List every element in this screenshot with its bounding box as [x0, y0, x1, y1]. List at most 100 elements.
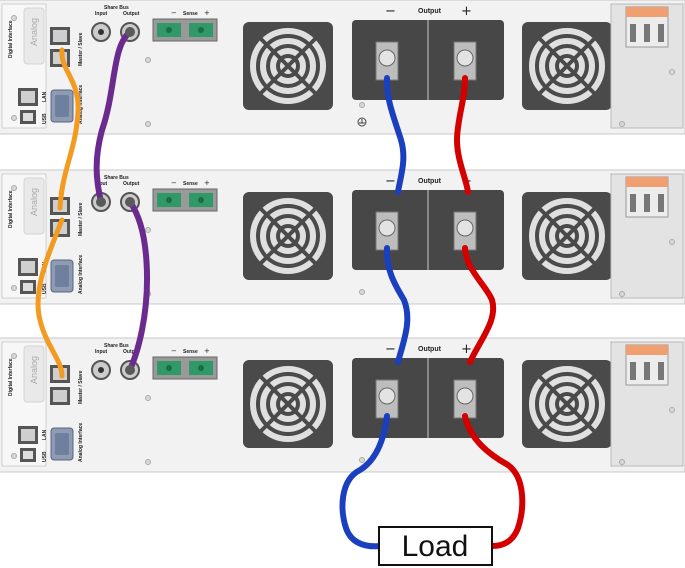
brand-plate	[23, 7, 45, 65]
screw	[359, 102, 365, 108]
master-slave-cable-bottom	[35, 217, 65, 379]
screw	[619, 121, 625, 127]
screw	[145, 459, 151, 465]
sharebus-title: Share Bus	[104, 5, 129, 11]
positive-terminal[interactable]	[453, 41, 477, 81]
screw	[359, 289, 365, 295]
fan-grille-icon	[522, 22, 612, 110]
sense-label: Sense	[183, 181, 198, 187]
rj45-port-icon[interactable]	[50, 387, 70, 405]
fan-grille-icon	[243, 22, 333, 110]
screw	[145, 227, 151, 233]
positive-cable-middle	[462, 245, 497, 365]
screw	[11, 115, 17, 121]
negative-cable-top	[383, 75, 407, 195]
ac-terminal-block[interactable]	[625, 176, 669, 218]
side-label: Digital Interface	[8, 20, 14, 58]
share-bus-plug	[125, 365, 135, 375]
bnc-connector-icon[interactable]	[91, 360, 111, 380]
share-bus-cable-bottom	[127, 199, 150, 373]
screw	[669, 407, 675, 413]
output-minus: −	[385, 4, 396, 19]
sense-plus: +	[204, 9, 210, 17]
analog-interface-label: Analog Interface	[78, 423, 84, 462]
sense-connector[interactable]	[152, 356, 218, 380]
sharebus-input-label: Input	[95, 349, 108, 355]
negative-terminal[interactable]	[375, 211, 399, 251]
sense-connector[interactable]	[152, 188, 218, 212]
sharebus-title: Share Bus	[104, 343, 129, 349]
usb-port-icon[interactable]	[20, 110, 36, 124]
screw	[11, 15, 17, 21]
usb-label: USB	[42, 283, 48, 294]
master-slave-label: Master / Slave	[78, 202, 84, 236]
lan-label: LAN	[42, 91, 48, 102]
sense-plus: +	[204, 347, 210, 355]
ground-icon	[357, 117, 367, 127]
share-bus-cable-top	[93, 29, 133, 205]
screw	[11, 453, 17, 459]
sense-label: Sense	[183, 349, 198, 355]
sharebus-output-label: Output	[123, 181, 140, 187]
master-slave-label: Master / Slave	[78, 32, 84, 66]
sharebus-title: Share Bus	[104, 175, 129, 181]
output-label: Output	[418, 346, 442, 353]
sense-connector[interactable]	[152, 18, 218, 42]
rj45-port-icon[interactable]	[18, 426, 38, 444]
negative-cable-load	[339, 413, 390, 550]
rj45-port-icon[interactable]	[18, 258, 38, 276]
share-bus-plug	[125, 27, 135, 37]
bnc-connector-icon[interactable]	[91, 22, 111, 42]
ac-terminal-block[interactable]	[625, 344, 669, 386]
positive-cable-top	[453, 75, 471, 195]
negative-terminal[interactable]	[375, 41, 399, 81]
positive-cable-load	[462, 413, 526, 549]
sharebus-input-label: Input	[95, 11, 108, 17]
screw	[11, 353, 17, 359]
ac-terminal-block[interactable]	[625, 6, 669, 48]
analog-interface-label: Analog Interface	[78, 85, 84, 124]
usb-label: USB	[42, 451, 48, 462]
screw	[669, 69, 675, 75]
usb-port-icon[interactable]	[20, 280, 36, 294]
output-plus: +	[461, 342, 472, 357]
sense-minus: −	[171, 179, 177, 187]
master-slave-cable-top	[57, 47, 81, 211]
screw	[619, 291, 625, 297]
output-minus: −	[385, 342, 396, 357]
brand-text: Analog	[29, 188, 39, 216]
rj45-port-icon[interactable]	[50, 27, 70, 45]
brand-plate	[23, 177, 45, 235]
negative-terminal[interactable]	[375, 379, 399, 419]
dsub-connector-icon[interactable]	[50, 89, 74, 123]
usb-port-icon[interactable]	[20, 448, 36, 462]
output-terminal-block	[352, 190, 504, 270]
sense-label: Sense	[183, 11, 198, 17]
sense-plus: +	[204, 179, 210, 187]
screw	[619, 459, 625, 465]
screw	[145, 121, 151, 127]
fan-grille-icon	[243, 360, 333, 448]
screw	[11, 185, 17, 191]
fan-grille-icon	[243, 192, 333, 280]
side-label: Digital Interface	[8, 358, 14, 396]
rj45-port-icon[interactable]	[18, 88, 38, 106]
screw	[11, 285, 17, 291]
fan-grille-icon	[522, 192, 612, 280]
power-supply-unit-bottom: Analog Digital Interface LAN USB Master …	[0, 337, 685, 473]
output-label: Output	[418, 178, 442, 185]
side-label: Digital Interface	[8, 190, 14, 228]
sense-minus: −	[171, 347, 177, 355]
sharebus-input-label: Input	[95, 181, 108, 187]
dsub-connector-icon[interactable]	[50, 427, 74, 461]
dsub-connector-icon[interactable]	[50, 259, 74, 293]
output-plus: +	[461, 4, 472, 19]
positive-terminal[interactable]	[453, 211, 477, 251]
power-supply-unit-top: Analog Digital Interface LAN USB Master …	[0, 0, 685, 135]
output-terminal-block	[352, 358, 504, 438]
power-supply-unit-middle: Analog Digital Interface LAN USB Master …	[0, 169, 685, 305]
master-slave-label: Master / Slave	[78, 370, 84, 404]
share-bus-plug	[96, 197, 106, 207]
positive-terminal[interactable]	[453, 379, 477, 419]
